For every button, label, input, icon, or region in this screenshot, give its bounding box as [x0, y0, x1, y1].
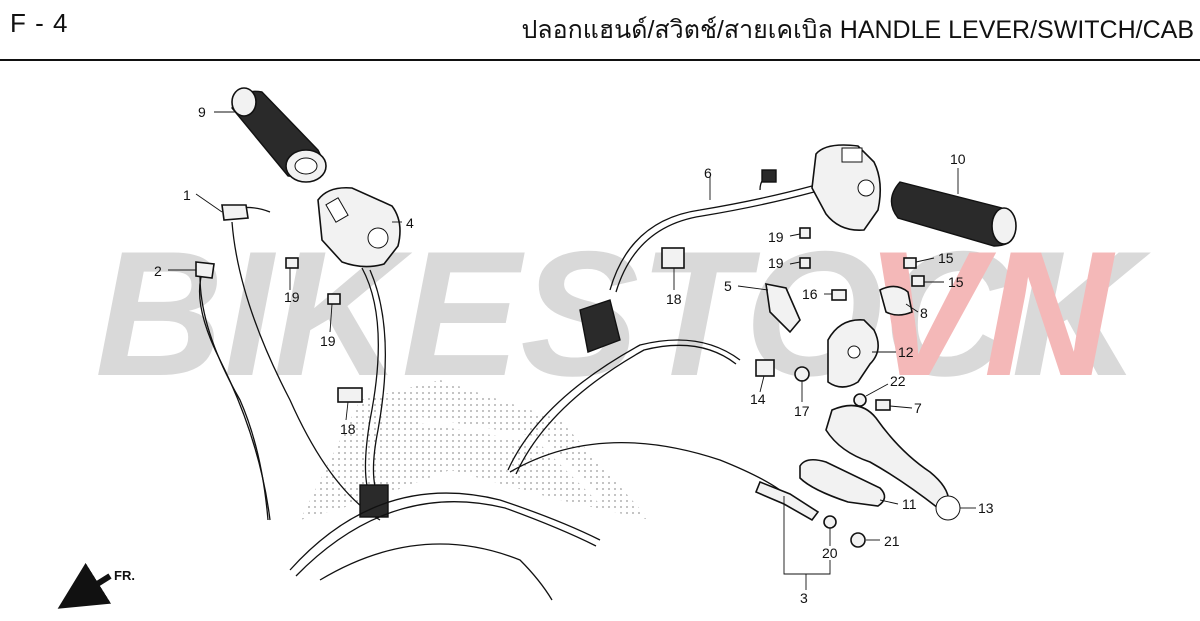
callout-19a: 19 [284, 289, 300, 305]
callout-3: 3 [800, 590, 808, 606]
callout-8: 8 [920, 305, 928, 321]
callout-11: 11 [902, 496, 917, 512]
callout-9: 9 [198, 104, 206, 120]
part-throttle-grip [231, 87, 327, 183]
fr-label: FR. [114, 568, 135, 583]
callout-22: 22 [890, 373, 906, 389]
callout-20: 20 [822, 545, 838, 561]
callout-16: 16 [802, 286, 818, 302]
callout-17: 17 [794, 403, 810, 419]
part-clutch-lever-bracket [827, 285, 913, 388]
callout-13: 13 [978, 500, 994, 516]
callout-4: 4 [406, 215, 414, 231]
leader-lines [168, 111, 976, 590]
callout-14: 14 [750, 391, 766, 407]
callout-2: 2 [154, 263, 162, 279]
page-title: ปลอกแฮนด์/สวิตช์/สายเคเบิล HANDLE LEVER/… [521, 16, 1194, 44]
part-clutch-lever [825, 404, 961, 521]
throttle-cables [195, 204, 381, 521]
callout-18b: 18 [666, 291, 682, 307]
clutch-cable [289, 339, 820, 601]
callout-15b: 15 [948, 274, 964, 290]
part-lever-cover [799, 458, 886, 507]
page-code: F - 4 [10, 8, 69, 38]
callout-19d: 19 [768, 255, 784, 271]
header-divider [0, 59, 1200, 61]
part-right-switch-housing [317, 186, 401, 268]
callout-5: 5 [724, 278, 732, 294]
callout-18a: 18 [340, 421, 356, 437]
watermark-main-text: BIKESTOCK [95, 214, 1152, 413]
front-direction-arrow: FR. [57, 562, 135, 609]
callout-6: 6 [704, 165, 712, 181]
callout-1: 1 [183, 187, 191, 203]
part-clutch-switch [765, 282, 801, 334]
callout-19c: 19 [768, 229, 784, 245]
left-switch-harness [579, 169, 815, 353]
callout-numbers: 9 1 4 2 19 19 18 6 19 19 18 10 15 15 5 1… [154, 104, 994, 606]
page-header: F - 4 ปลอกแฮนด์/สวิตช์/สายเคเบิล HANDLE … [0, 0, 1200, 61]
callout-15a: 15 [938, 250, 954, 266]
callout-12: 12 [898, 344, 914, 360]
callout-19b: 19 [320, 333, 336, 349]
part-left-grip [890, 181, 1017, 247]
callout-7: 7 [914, 400, 922, 416]
small-fasteners [285, 227, 925, 548]
callout-10: 10 [950, 151, 966, 167]
callout-21: 21 [884, 533, 900, 549]
part-left-switch-housing [811, 144, 882, 231]
